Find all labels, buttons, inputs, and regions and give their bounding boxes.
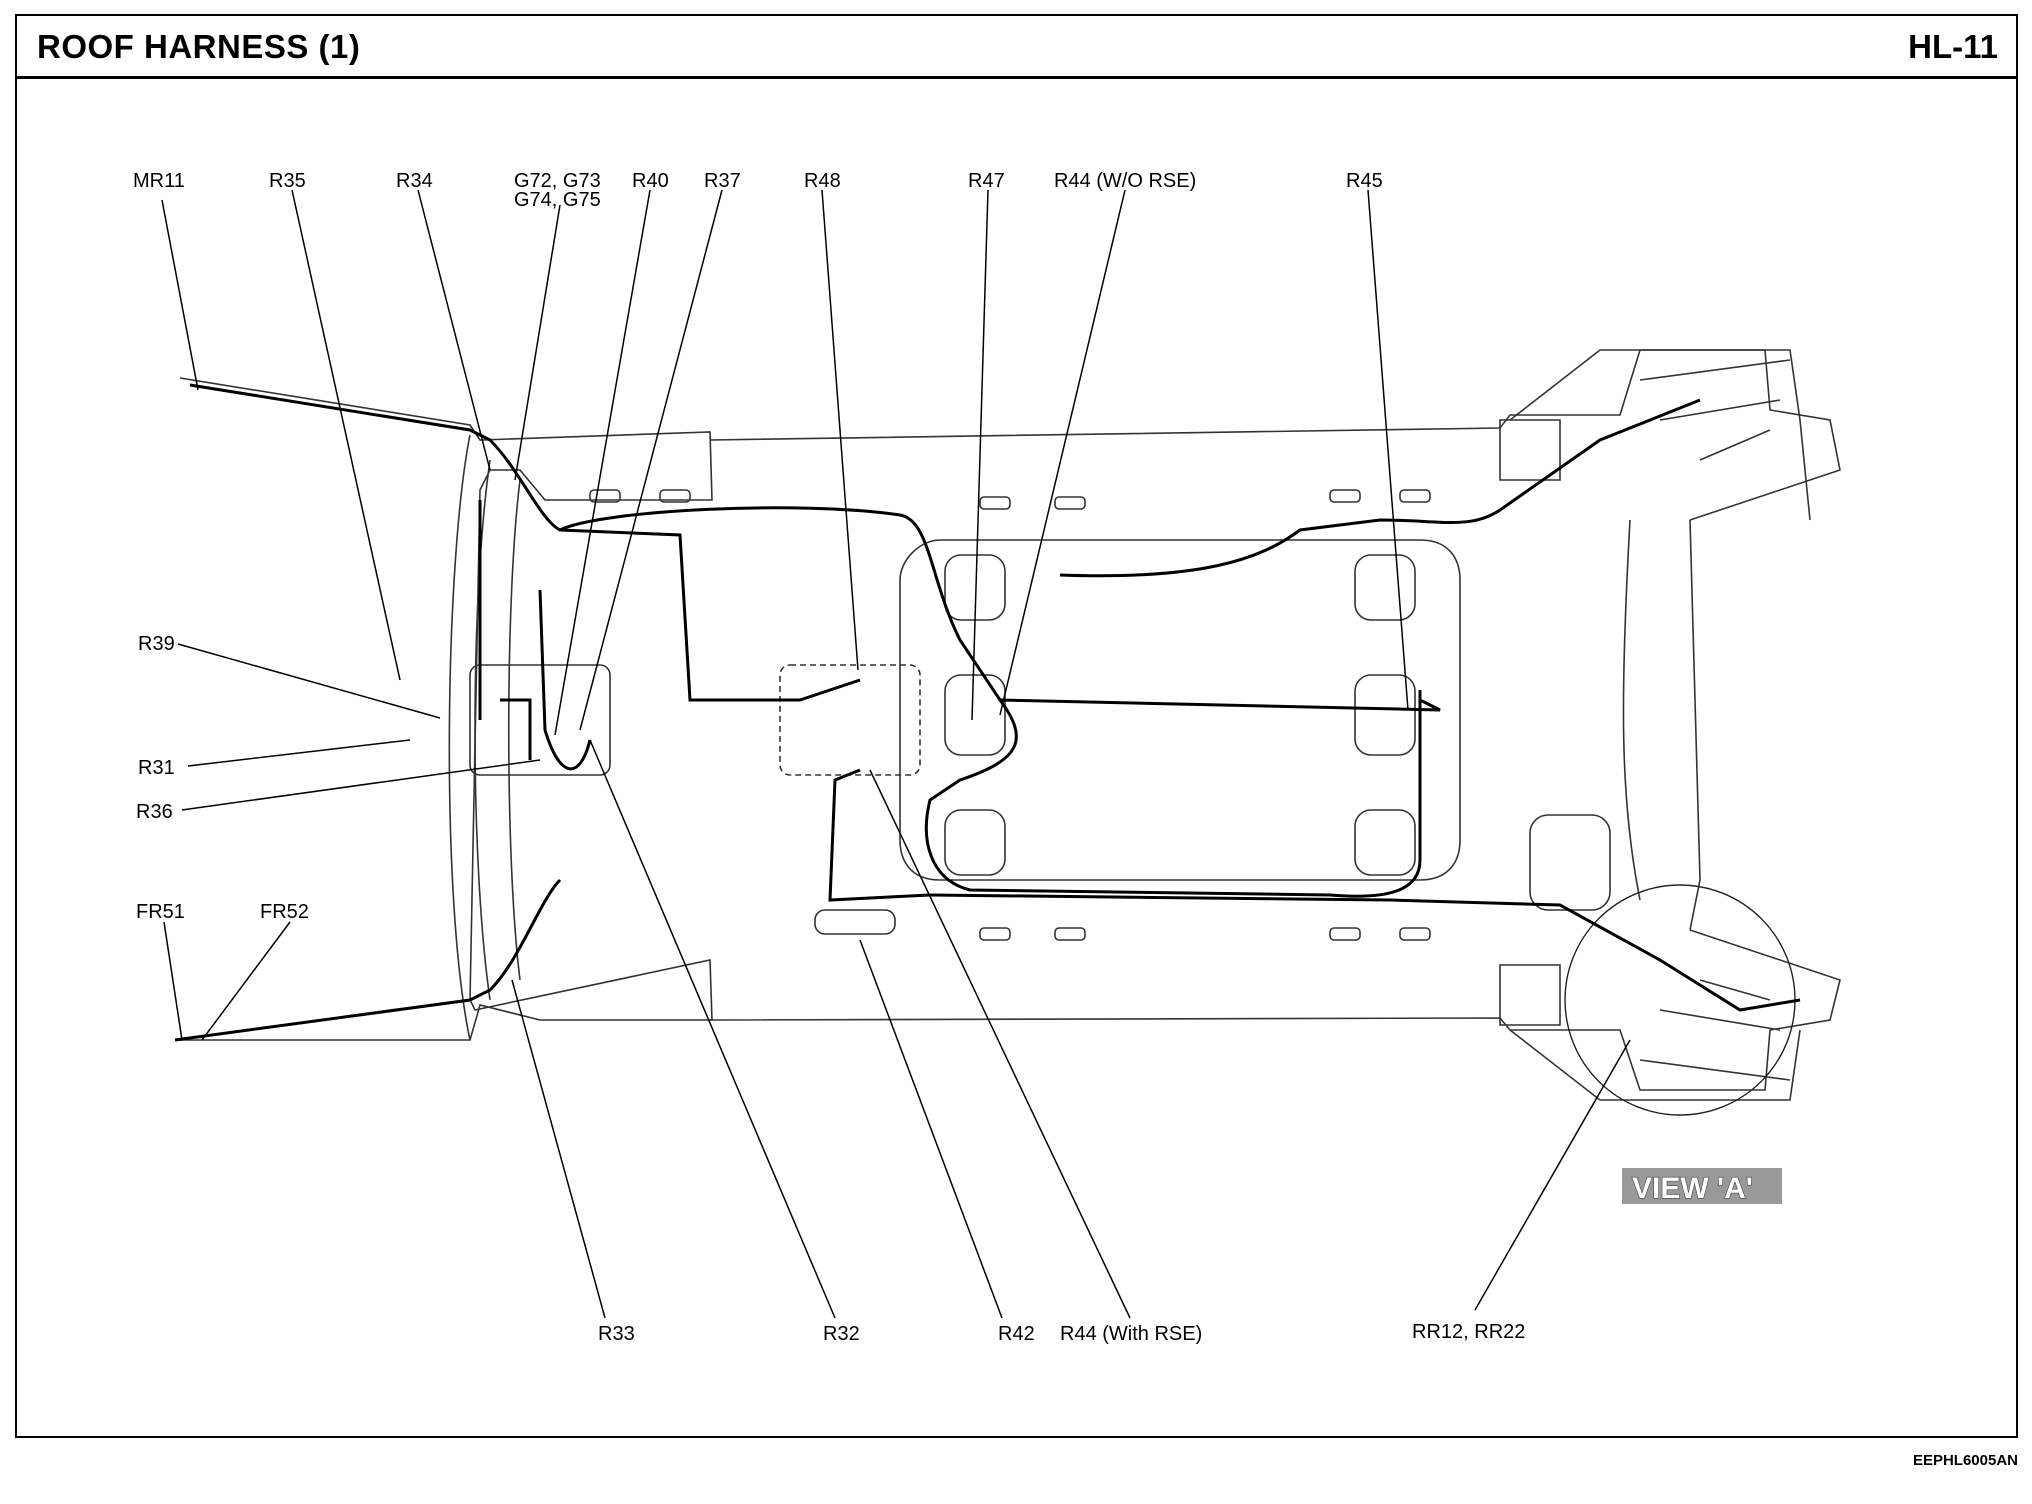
harness-front-r37 (538, 589, 592, 771)
center-console-region (779, 664, 921, 776)
front-arch-outer (448, 434, 471, 1041)
front-roof-frame (179, 377, 713, 1041)
harness-front-drops (478, 500, 532, 760)
opening-4 (1354, 554, 1416, 621)
label-r48: R48 (804, 170, 841, 192)
label-r35: R35 (269, 170, 306, 192)
rear-arch (1622, 519, 1641, 901)
label-r36: R36 (136, 801, 173, 823)
rear-left-corner (1509, 349, 1811, 521)
label-fr52: FR52 (260, 901, 309, 923)
label-r31: R31 (138, 757, 175, 779)
label-view-a: VIEW 'A' (1632, 1172, 1753, 1205)
view-a-label-bg (1622, 1168, 1782, 1204)
label-r33: R33 (598, 1323, 635, 1345)
leader-r32 (589, 739, 836, 1319)
clip (659, 489, 691, 503)
clip (979, 496, 1011, 510)
leader-rr12 (1474, 1039, 1631, 1311)
header-bar: ROOF HARNESS (1) HL-11 (17, 16, 2016, 79)
rear-left-pillar-detail (1639, 359, 1791, 461)
label-r45: R45 (1346, 170, 1383, 192)
leader-r39 (177, 643, 441, 719)
leader-r48 (821, 189, 859, 671)
label-r37: R37 (704, 170, 741, 192)
leader-r44-wo (999, 189, 1126, 716)
document-id: EEPHL6005AN (1912, 1452, 2018, 1469)
label-r44-wo-rse: R44 (W/O RSE) (1054, 170, 1196, 192)
harness-r47-branch (999, 698, 1441, 712)
label-r32: R32 (823, 1323, 860, 1345)
leader-fr52 (201, 921, 291, 1041)
opening-3 (944, 809, 1006, 876)
callout-labels: MR11 R35 R34 G72, G73 G74, G75 R40 R37 R… (133, 170, 1782, 1345)
front-arch-inner (474, 459, 491, 1001)
page-title: ROOF HARNESS (1) (37, 28, 361, 65)
opening-6 (1354, 809, 1416, 876)
harness-front-right (174, 878, 562, 1042)
label-fr51: FR51 (136, 901, 185, 923)
leader-r35 (291, 189, 401, 681)
leader-r45 (1367, 189, 1409, 711)
page-code: HL-11 (1908, 28, 1998, 65)
leader-r42 (859, 939, 1003, 1319)
label-r47: R47 (968, 170, 1005, 192)
label-r34: R34 (396, 170, 433, 192)
label-g74-g75: G74, G75 (514, 189, 601, 211)
leader-r47 (971, 189, 989, 721)
clip (979, 927, 1011, 941)
leader-r44-with (869, 769, 1131, 1319)
leader-mr11 (161, 199, 199, 391)
label-r39: R39 (138, 633, 175, 655)
label-mr11: MR11 (133, 170, 185, 192)
front-console (469, 664, 611, 776)
leader-r31 (187, 739, 411, 767)
diagram-frame: ROOF HARNESS (1) HL-11 (15, 14, 2018, 1438)
harness-right-rear (929, 893, 1801, 1012)
clip (589, 489, 621, 503)
r42-bracket (814, 909, 896, 935)
leader-r37 (579, 189, 723, 731)
right-side-rail (709, 929, 1841, 1091)
rear-right-corner (1509, 1029, 1801, 1101)
clip (1054, 927, 1086, 941)
rear-header (1689, 519, 1701, 931)
leader-r33 (511, 979, 606, 1319)
label-r40: R40 (632, 170, 669, 192)
leader-fr51 (163, 921, 183, 1041)
clip (1399, 927, 1431, 941)
front-arch-inner2 (507, 479, 521, 981)
label-r44-with-rse: R44 (With RSE) (1060, 1323, 1202, 1345)
harness-center-loop (559, 506, 1422, 898)
label-rr12-rr22: RR12, RR22 (1412, 1321, 1525, 1343)
leader-g72 (514, 204, 561, 481)
opening-2 (944, 674, 1006, 756)
opening-7 (1529, 814, 1611, 911)
label-r42: R42 (998, 1323, 1035, 1345)
leader-r40 (554, 189, 651, 736)
harness-left-rear (1059, 398, 1701, 578)
clip (1329, 927, 1361, 941)
leader-r36 (181, 759, 541, 811)
view-a-circle (1564, 884, 1796, 1116)
label-g72-g73: G72, G73 (514, 170, 601, 192)
leader-lines (161, 189, 1631, 1319)
clip (1399, 489, 1431, 503)
rear-left-bracket (1499, 419, 1561, 481)
clip (1054, 496, 1086, 510)
roof-structure (179, 349, 1841, 1116)
harness-r44-branch (828, 768, 931, 902)
opening-5 (1354, 674, 1416, 756)
clip (1329, 489, 1361, 503)
roof-center-panel (899, 539, 1461, 881)
rear-right-bracket (1499, 964, 1561, 1026)
leader-r34 (417, 189, 491, 471)
harness-front-main (189, 383, 861, 702)
harness-wiring (174, 383, 1801, 1042)
